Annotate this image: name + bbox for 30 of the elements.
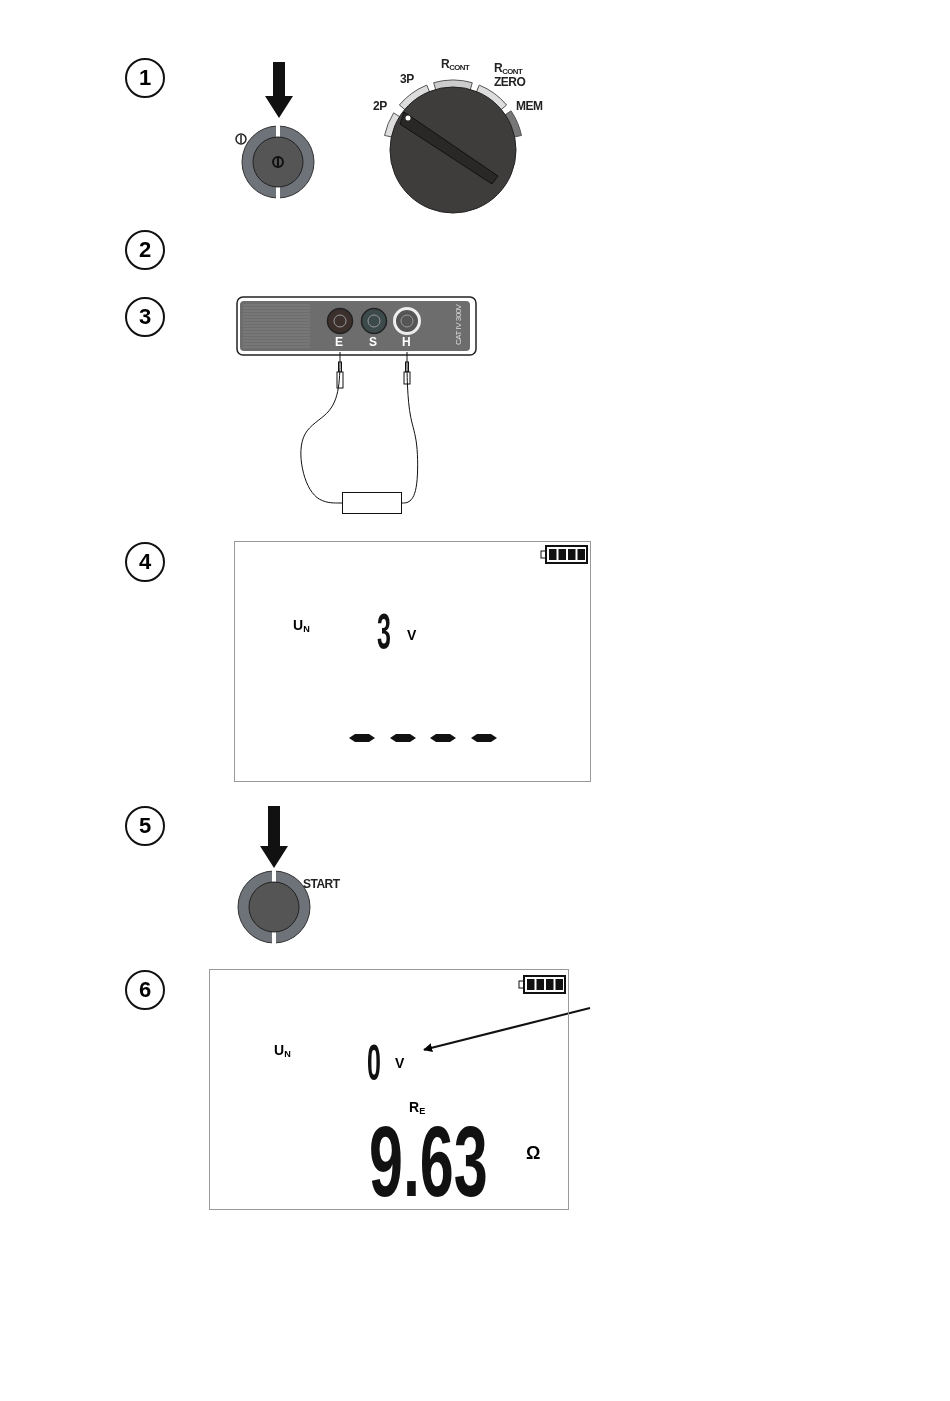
lcd-display-panel bbox=[234, 541, 591, 782]
subscript-label: U$_{N}$ bbox=[293, 618, 310, 635]
lcd-display-panel bbox=[209, 969, 569, 1210]
switch-position-label: MEM bbox=[516, 100, 543, 113]
unit-label: V bbox=[407, 628, 417, 642]
unit-label: V bbox=[395, 1056, 405, 1070]
socket-letter: S bbox=[369, 336, 377, 348]
switch-position-label: 3P bbox=[400, 73, 414, 86]
test-lead-wire bbox=[401, 351, 419, 504]
test-lead-wire bbox=[300, 351, 343, 504]
switch-position-label: R$_{CONT}$ bbox=[441, 58, 470, 73]
switch-position-label: R$_{CONT}$ ZERO bbox=[494, 62, 527, 89]
lcd-digits: 0 bbox=[367, 1038, 381, 1088]
step-number-circle: 2 bbox=[125, 230, 165, 270]
unit-label: Ω bbox=[526, 1144, 541, 1162]
lcd-digits: 3 bbox=[377, 607, 391, 657]
switch-position-label: 2P bbox=[373, 100, 387, 113]
subscript-label: U$_{N}$ bbox=[274, 1043, 291, 1060]
step-number-circle: 5 bbox=[125, 806, 165, 846]
step-number-circle: 1 bbox=[125, 58, 165, 98]
subscript-label: R$_{E}$ bbox=[409, 1100, 426, 1117]
socket-letter: E bbox=[335, 336, 343, 348]
step-number-circle: 3 bbox=[125, 297, 165, 337]
resistor-box bbox=[342, 492, 402, 514]
step-number-circle: 4 bbox=[125, 542, 165, 582]
button-label: START bbox=[303, 878, 340, 891]
step-number-circle: 6 bbox=[125, 970, 165, 1010]
socket-letter: H bbox=[402, 336, 411, 348]
arrow bbox=[423, 1007, 591, 1053]
rating-label: CAT IV 300V bbox=[455, 304, 464, 345]
